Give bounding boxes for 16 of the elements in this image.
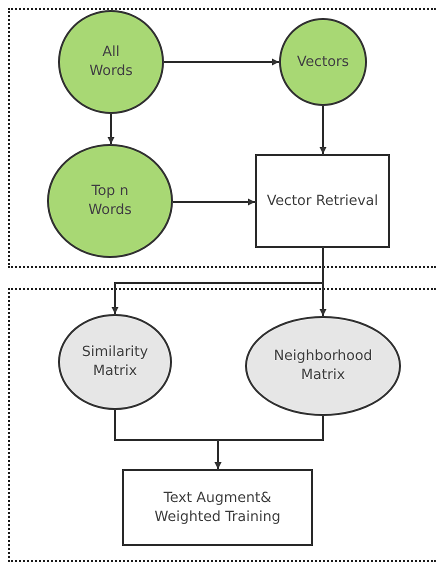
node-label: Text Augment& Weighted Training bbox=[154, 488, 282, 526]
arrow bbox=[214, 416, 324, 469]
dashed-group-frame bbox=[8, 288, 436, 562]
node-label: All Words bbox=[88, 43, 134, 81]
node-label: Vector Retrieval bbox=[266, 192, 380, 210]
arrow bbox=[164, 58, 279, 66]
dashed-group-frame bbox=[8, 8, 436, 268]
node-label: Top n Words bbox=[87, 182, 133, 220]
arrow bbox=[173, 198, 255, 206]
node-label: Neighborhood Matrix bbox=[272, 347, 374, 385]
process-box bbox=[122, 469, 313, 546]
node-label: Vectors bbox=[296, 52, 350, 72]
node-label: Similarity Matrix bbox=[80, 343, 150, 381]
arrow bbox=[108, 114, 114, 144]
process-box bbox=[255, 154, 390, 248]
arrow bbox=[320, 106, 326, 154]
